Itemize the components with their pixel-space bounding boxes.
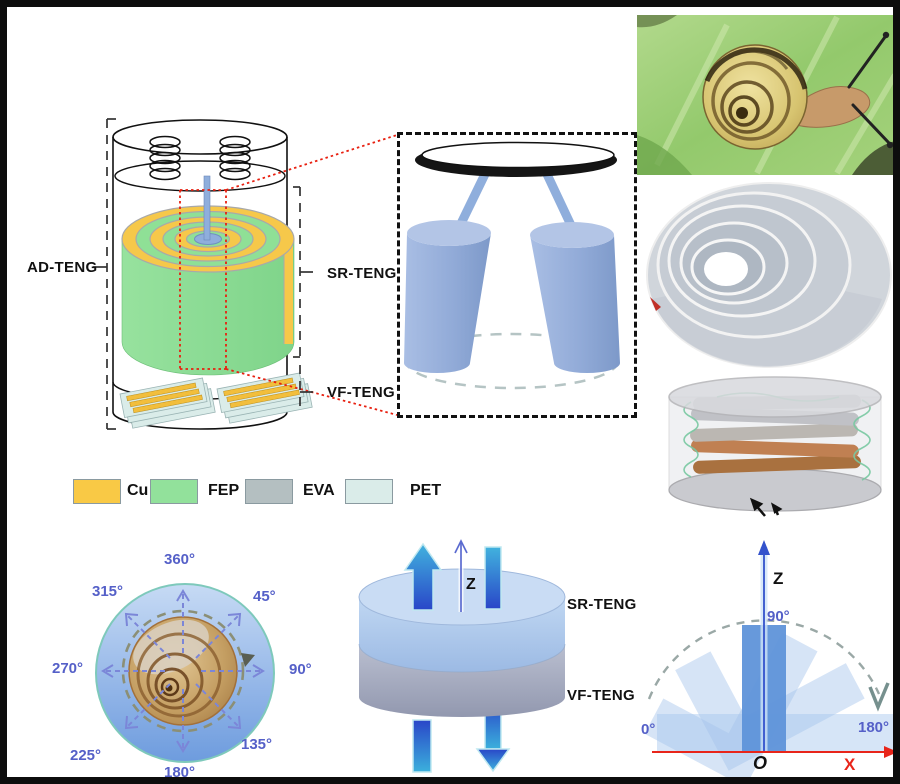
z-axis-thin [454, 539, 468, 612]
device-schematic-drawing [93, 118, 398, 430]
stack-vf-label: VF-TENG [567, 687, 635, 704]
top-bar [484, 546, 502, 610]
dial-135: 135° [241, 736, 273, 753]
sr-teng-label: SR-TENG [327, 265, 397, 282]
stack-sr-label: SR-TENG [567, 596, 637, 613]
dial-360: 360° [164, 551, 196, 568]
up-arrow [403, 542, 443, 611]
center-rod [203, 175, 211, 241]
legend-label-cu: Cu [127, 482, 149, 499]
fan-90-label: 90° [767, 608, 790, 625]
red-mark [650, 297, 661, 311]
fan-z-label: Z [773, 569, 784, 588]
snail-shell [702, 44, 808, 150]
fan-0-label: 0° [641, 721, 656, 738]
ad-teng-bracket [93, 118, 116, 430]
fan-origin-label: O [753, 753, 768, 773]
legend-swatch-eva [245, 479, 293, 504]
rotation-dial-drawing [101, 589, 265, 753]
direction-arrows [101, 589, 265, 753]
dial-225: 225° [70, 747, 102, 764]
spring-right [219, 135, 251, 181]
fan-arc-arrowhead [868, 682, 890, 712]
cone-right [530, 222, 620, 373]
legend-label-eva: EVA [303, 482, 335, 499]
top-disc [415, 141, 617, 177]
dial-45: 45° [253, 588, 276, 605]
vf-plates-right [216, 372, 313, 424]
bottom-bar [412, 719, 432, 773]
rolled-film-photo [642, 179, 893, 375]
snail-photo [637, 15, 893, 175]
dial-270: 270° [52, 660, 84, 677]
dial-90: 90° [289, 661, 312, 678]
ad-teng-label: AD-TENG [27, 259, 98, 276]
fan-x-axis [652, 746, 893, 758]
vf-plates-left [119, 377, 216, 429]
stack-z-label: Z [466, 576, 477, 593]
legend-label-pet: PET [410, 482, 442, 499]
coil-device-photo [657, 372, 893, 522]
legend-swatch-fep [150, 479, 198, 504]
rotation-direction-arrow [241, 653, 255, 667]
fan-petals [644, 625, 893, 777]
fan-diagram-drawing [644, 540, 893, 777]
legend-swatch-pet [345, 479, 393, 504]
stack-diagram-drawing [358, 539, 566, 773]
dial-315: 315° [92, 583, 124, 600]
cone-left [404, 220, 491, 373]
dial-shell [128, 616, 238, 726]
dial-180: 180° [164, 764, 196, 781]
fan-z-axis [758, 540, 770, 752]
snail-body [786, 86, 871, 128]
sr-vf-bracket [293, 186, 313, 409]
black-arrows [749, 497, 783, 517]
snail-antennae [847, 35, 891, 145]
dashed-rotation-circle [121, 609, 245, 733]
spring-left [149, 135, 181, 181]
legend-swatch-cu [73, 479, 121, 504]
fan-180-label: 180° [858, 719, 890, 736]
vf-teng-label: VF-TENG [327, 384, 395, 401]
fan-x-label: X [844, 755, 856, 774]
legend-label-fep: FEP [208, 482, 240, 499]
cone-inset-drawing [404, 141, 620, 390]
